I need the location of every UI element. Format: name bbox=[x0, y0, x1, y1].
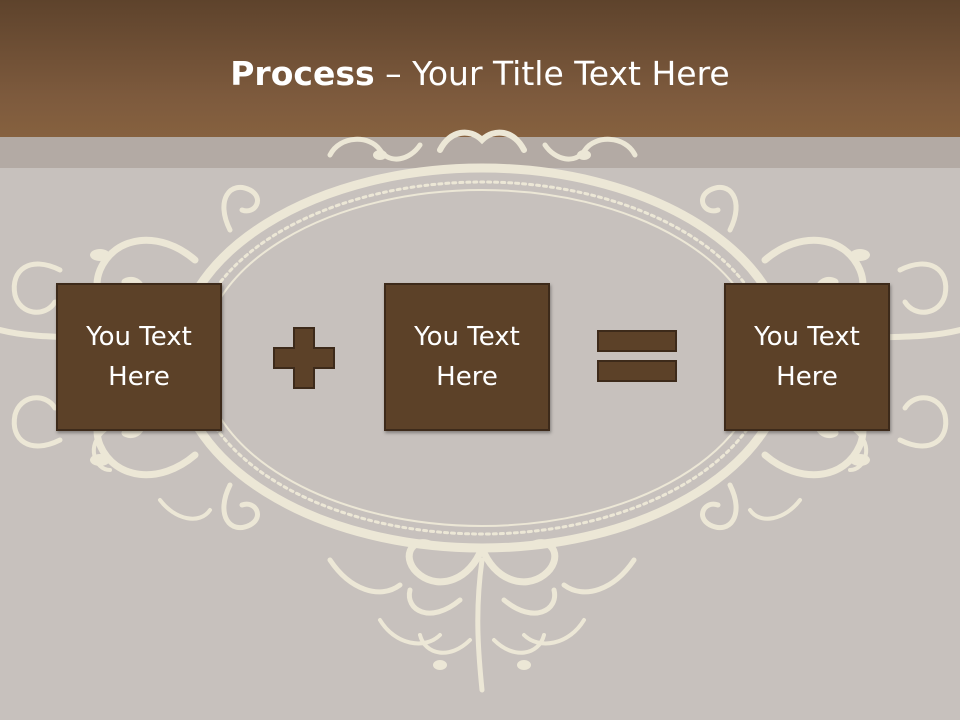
equals-icon bbox=[597, 330, 677, 382]
title-bar bbox=[0, 0, 960, 137]
slide-title-rest: – Your Title Text Here bbox=[374, 54, 730, 93]
process-step-1-box[interactable]: You Text Here bbox=[56, 283, 222, 431]
process-step-2-text: You Text Here bbox=[414, 322, 520, 392]
process-step-1-text: You Text Here bbox=[86, 322, 192, 392]
process-result-box[interactable]: You Text Here bbox=[724, 283, 890, 431]
slide-title-bold: Process bbox=[230, 54, 375, 93]
plus-icon bbox=[273, 327, 335, 389]
process-step-2-box[interactable]: You Text Here bbox=[384, 283, 550, 431]
slide-title: Process – Your Title Text Here bbox=[0, 52, 960, 96]
process-result-text: You Text Here bbox=[754, 322, 860, 392]
